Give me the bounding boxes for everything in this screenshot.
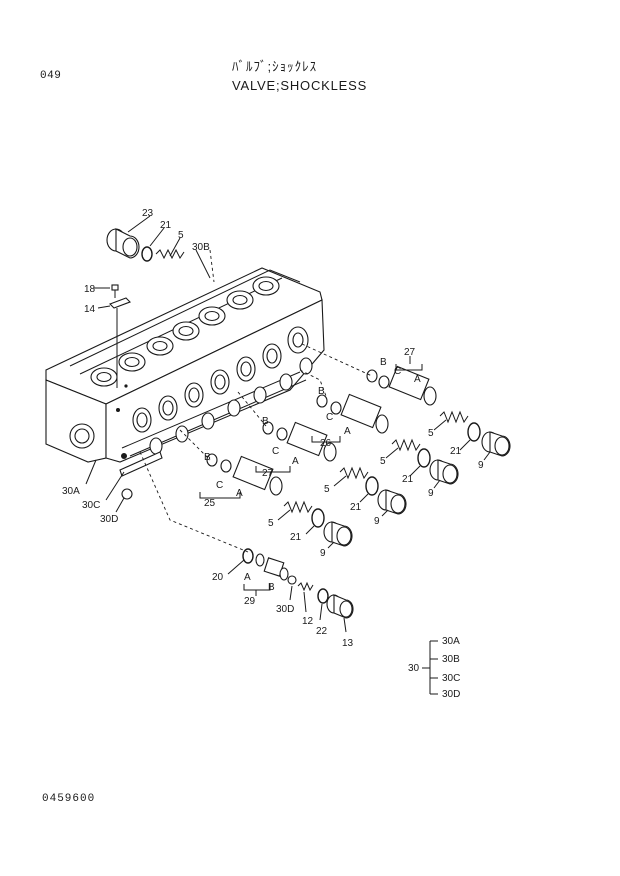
callout-27-upper-b: B xyxy=(380,357,387,368)
callout-25: 25 xyxy=(204,498,216,509)
callout-9-row3: 9 xyxy=(374,516,380,527)
spring-5-row3 xyxy=(339,466,369,480)
callout-27-lower-c: C xyxy=(272,446,279,457)
callout-30b: 30B xyxy=(192,242,210,253)
callout-9-row1: 9 xyxy=(478,460,484,471)
callout-27-upper-c: C xyxy=(394,366,401,377)
callout-18: 18 xyxy=(84,284,96,295)
side-port-row xyxy=(132,326,313,455)
callout-30a: 30A xyxy=(62,486,80,497)
callout-21-row4: 21 xyxy=(290,532,302,543)
callout-29: 29 xyxy=(244,596,256,607)
legend-parent: 30 xyxy=(408,663,420,674)
plug-9-row2 xyxy=(429,459,459,485)
callout-9-row2: 9 xyxy=(428,488,434,499)
plug-9-row3 xyxy=(377,489,407,515)
callout-labels: 23 21 5 30B 18 14 27 B C A B C A 26 B C … xyxy=(62,208,484,649)
callout-13: 13 xyxy=(342,638,354,649)
callout-5: 5 xyxy=(178,230,184,241)
callout-25-b: B xyxy=(204,452,211,463)
o-ring-22 xyxy=(317,588,329,604)
o-ring-21-top xyxy=(141,246,153,262)
callout-21-row1: 21 xyxy=(450,446,462,457)
screw-18 xyxy=(111,284,119,298)
spring-5-row4 xyxy=(283,500,313,514)
callout-27-upper: 27 xyxy=(404,347,416,358)
leader-lines xyxy=(85,215,491,633)
callout-22: 22 xyxy=(316,626,328,637)
o-ring-21-row3 xyxy=(365,476,379,496)
o-ring-21-row2 xyxy=(417,448,431,468)
callout-27-lower: 27 xyxy=(262,468,274,479)
callout-21-row2: 21 xyxy=(402,474,414,485)
callout-30c: 30C xyxy=(82,500,100,511)
spring-5-row2 xyxy=(391,438,421,452)
callout-26: 26 xyxy=(320,438,332,449)
top-port-row xyxy=(90,276,280,387)
callout-5-row4: 5 xyxy=(268,518,274,529)
callout-27-lower-b: B xyxy=(262,416,269,427)
spring-5-top xyxy=(155,248,185,260)
callout-5-row2: 5 xyxy=(380,456,386,467)
spring-12 xyxy=(297,581,314,592)
spool-assembly-27-upper xyxy=(366,365,437,406)
callout-26-b: B xyxy=(318,386,325,397)
callout-27-lower-a: A xyxy=(292,456,299,467)
o-ring-21-row4 xyxy=(311,508,325,528)
callout-5-row1: 5 xyxy=(428,428,434,439)
bracket-14 xyxy=(109,297,131,309)
assembly-axes xyxy=(139,249,373,553)
page-number: 049 xyxy=(40,70,62,82)
callout-27-upper-a: A xyxy=(414,374,421,385)
o-ring-20 xyxy=(242,548,254,564)
callout-14: 14 xyxy=(84,304,96,315)
plug-9-row1 xyxy=(481,431,511,457)
callout-5-row3: 5 xyxy=(324,484,330,495)
callout-12: 12 xyxy=(302,616,314,627)
plug-9-row4 xyxy=(323,521,353,547)
title-japanese: ﾊﾞﾙﾌﾞ;ｼｮｯｸﾚｽ xyxy=(232,59,318,74)
assembly-legend: 30 30A 30B 30C 30D xyxy=(408,636,460,700)
ball-30d-lower xyxy=(287,575,297,585)
spool-assembly-25 xyxy=(206,453,283,496)
callout-30d: 30D xyxy=(100,514,118,525)
spool-assembly-26 xyxy=(316,393,389,434)
plug-13 xyxy=(326,594,354,619)
o-ring-21-row1 xyxy=(467,422,481,442)
legend-30a: 30A xyxy=(442,636,460,647)
plug-23 xyxy=(106,228,140,259)
callout-21-row3: 21 xyxy=(350,502,362,513)
plate-30c xyxy=(119,451,163,477)
legend-30c: 30C xyxy=(442,673,460,684)
callout-20: 20 xyxy=(212,572,224,583)
callout-9-row4: 9 xyxy=(320,548,326,559)
spring-5-row1 xyxy=(439,410,469,424)
callout-29-a: A xyxy=(244,572,251,583)
legend-30b: 30B xyxy=(442,654,460,665)
callout-25-c: C xyxy=(216,480,223,491)
document-code: 0459600 xyxy=(42,793,96,805)
callout-23: 23 xyxy=(142,208,154,219)
callout-25-a: A xyxy=(236,488,243,499)
callout-21: 21 xyxy=(160,220,172,231)
callout-26-a: A xyxy=(344,426,351,437)
callout-30d-lower: 30D xyxy=(276,604,294,615)
title-english: VALVE;SHOCKLESS xyxy=(232,78,368,93)
callout-26-c: C xyxy=(326,412,333,423)
legend-30d: 30D xyxy=(442,689,460,700)
callout-29-b: B xyxy=(268,582,275,593)
ball-30d xyxy=(121,488,133,500)
valve-assembly-29 xyxy=(255,553,289,581)
